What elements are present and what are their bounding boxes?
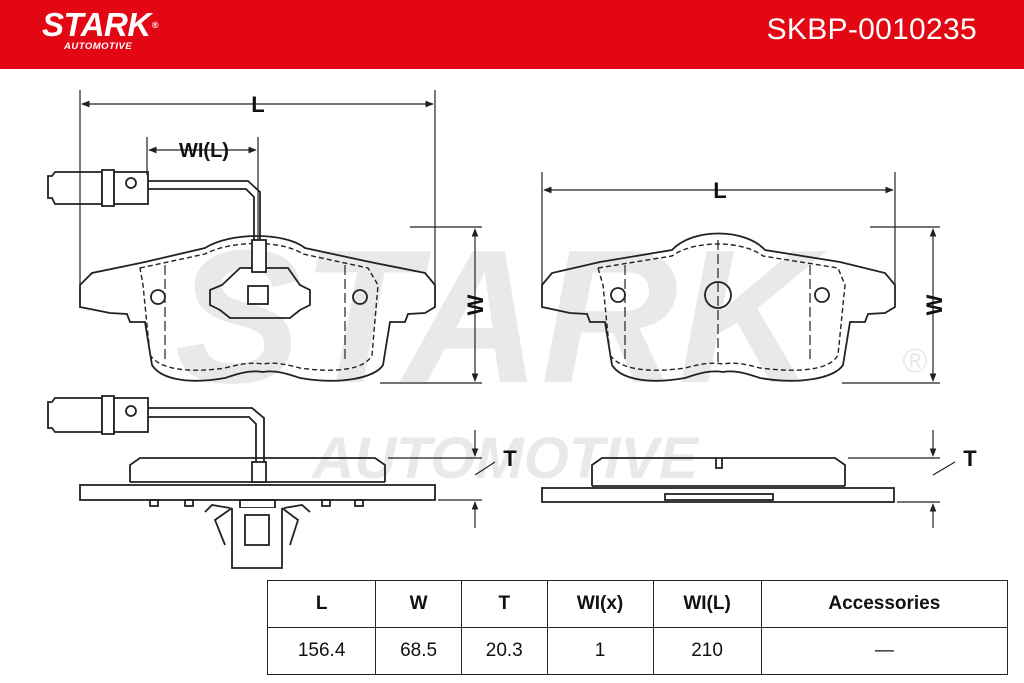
left-thickness-label: T xyxy=(503,446,517,471)
left-width-label: W xyxy=(463,294,488,315)
spec-value-cell: 1 xyxy=(546,627,654,675)
watermark: STARK AUTOMOTIVE ® xyxy=(175,211,928,491)
spec-header-cell: WI(L) xyxy=(652,580,762,628)
right-pad-side xyxy=(541,457,895,503)
left-wear-length-label: WI(L) xyxy=(179,140,229,162)
spec-value-cell: 20.3 xyxy=(460,627,548,675)
spec-value-cell: 156.4 xyxy=(266,627,377,675)
right-length-label: L xyxy=(713,178,726,203)
spec-table: L W T WI(x) WI(L) Accessories 156.4 68.5… xyxy=(266,580,1009,675)
spec-header-cell: L xyxy=(266,580,377,628)
header-bar: STARK® AUTOMOTIVE SKBP-0010235 xyxy=(0,0,1024,69)
brand-logo: STARK® AUTOMOTIVE xyxy=(42,8,158,52)
right-thickness-label: T xyxy=(963,446,977,471)
spec-value-cell: 210 xyxy=(652,627,762,675)
brand-reg-mark: ® xyxy=(151,20,159,30)
left-wear-sensor-top xyxy=(47,169,267,273)
spec-header-cell: W xyxy=(375,580,462,628)
spec-value-cell: — xyxy=(760,627,1009,675)
part-number: SKBP-0010235 xyxy=(766,13,977,46)
spec-header-cell: WI(x) xyxy=(546,580,654,628)
brand-name: STARK xyxy=(42,6,151,43)
spec-value-cell: 68.5 xyxy=(375,627,462,675)
right-pad-front xyxy=(541,232,896,382)
right-width-label: W xyxy=(922,294,947,315)
spec-header-cell: T xyxy=(460,580,548,628)
left-wear-sensor-bottom xyxy=(47,395,267,483)
brand-subtitle: AUTOMOTIVE xyxy=(64,41,133,52)
spec-table-value-row: 156.4 68.5 20.3 1 210 — xyxy=(266,627,1009,675)
left-pad-side xyxy=(79,457,436,569)
spec-table-header-row: L W T WI(x) WI(L) Accessories xyxy=(266,580,1009,628)
left-pad-front xyxy=(79,235,436,382)
watermark-reg-mark: ® xyxy=(902,342,927,380)
left-dimensions xyxy=(79,90,496,528)
watermark-stark: STARK xyxy=(175,211,827,423)
right-dimensions xyxy=(541,172,956,528)
spec-header-cell: Accessories xyxy=(760,580,1009,628)
left-length-label: L xyxy=(251,92,264,117)
